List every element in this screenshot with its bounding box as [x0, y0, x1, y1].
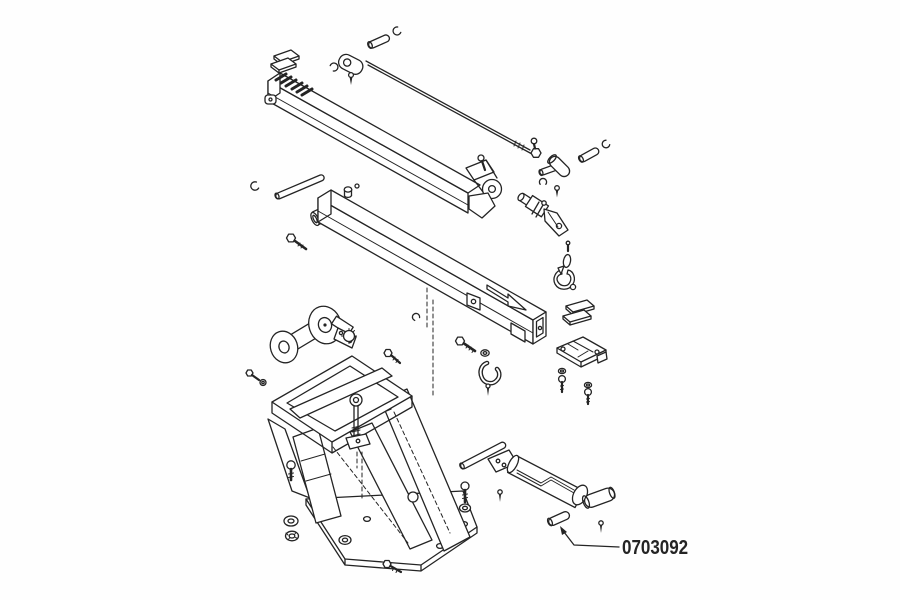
- mounting-bolt-bottom: [382, 559, 403, 574]
- cotter-pin-left: [497, 489, 503, 502]
- washer-mid: [338, 534, 352, 546]
- c-clip: [538, 177, 548, 185]
- rod-clevis: [337, 53, 364, 75]
- cotter-pin: [554, 185, 560, 198]
- cotter-pin: [485, 383, 491, 396]
- hidden-lines: [332, 287, 434, 544]
- eye-bolt: [345, 393, 371, 469]
- boom-tab: [264, 94, 277, 105]
- carriage-bolts: [557, 367, 593, 406]
- c-clip: [329, 62, 339, 72]
- c-clip: [392, 26, 402, 36]
- c-clip-small: [411, 312, 421, 322]
- cotter-pin: [347, 71, 355, 85]
- top-stub: [343, 186, 353, 199]
- slide-bracket: [556, 336, 608, 368]
- part-callout: 0703092: [560, 526, 688, 558]
- link-pin: [577, 139, 611, 163]
- extension-boom: [264, 72, 503, 219]
- chain-link: [562, 253, 572, 269]
- winch-assembly: [269, 305, 357, 364]
- boom-notch: [486, 284, 527, 311]
- pedestal: [267, 388, 471, 552]
- pedestal-column: [292, 427, 342, 524]
- boom-tip-sheave: [465, 154, 503, 219]
- frame-crossbar: [289, 367, 393, 419]
- chain-hook: [553, 240, 577, 291]
- hook-barb: [557, 265, 565, 275]
- mounting-bolt-right: [458, 481, 472, 513]
- mounting-bolt-left: [286, 460, 296, 482]
- c-clip-left: [250, 181, 260, 191]
- t-handle-pin: [538, 154, 571, 198]
- side-plate: [510, 322, 526, 343]
- bolt-and-nut-small: [245, 369, 267, 387]
- leader-arrowhead: [560, 526, 567, 535]
- c-clip: [601, 139, 611, 149]
- part-number-label: 0703092: [622, 536, 688, 559]
- hex-bolt-1: [285, 233, 308, 251]
- brace-rod: [329, 53, 542, 158]
- flat-washer: [283, 515, 299, 527]
- rod-end-nut: [530, 148, 542, 158]
- grip-hatching: [274, 72, 314, 97]
- mast-top-frame: [271, 355, 413, 454]
- part-pin-0703092: [546, 511, 571, 527]
- leader-line: [563, 531, 620, 548]
- crank-handle: [487, 449, 616, 509]
- flat-shims: [562, 299, 595, 326]
- clevis-pin-top: [367, 26, 402, 49]
- cotter-pin-right: [598, 520, 604, 533]
- lock-washer: [284, 530, 300, 542]
- lower-handle-rod: [459, 441, 507, 470]
- inner-boom: [310, 183, 547, 345]
- hex-bolt-2: [454, 336, 477, 353]
- gusset-plate: [349, 422, 433, 550]
- washer-small: [480, 349, 490, 357]
- retainer-clips: [270, 49, 300, 74]
- crank-rod: [516, 469, 575, 494]
- swivel-pulley: [517, 192, 569, 237]
- rope-hook: [478, 360, 502, 396]
- tip-bolt: [477, 154, 485, 162]
- boom-lug: [466, 292, 481, 311]
- upper-handle-rod: [274, 174, 325, 200]
- hex-bolt-3: [383, 348, 402, 365]
